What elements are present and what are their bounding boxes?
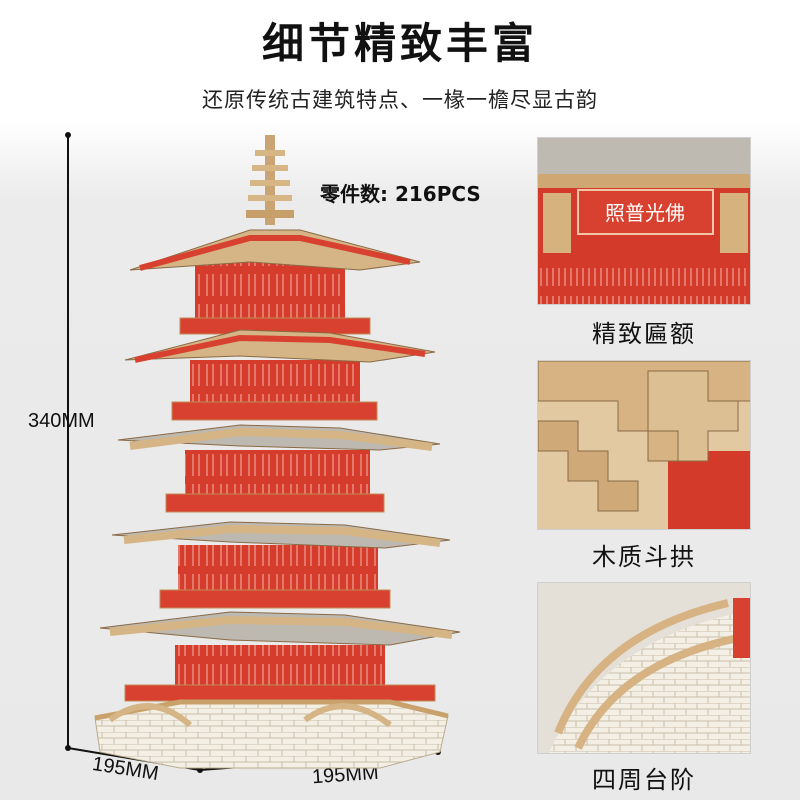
detail-stairs-caption: 四周台阶 xyxy=(592,766,696,794)
detail-plaque-caption: 精致匾额 xyxy=(592,320,696,348)
detail-stairs-image xyxy=(537,582,751,754)
detail-bracket-image xyxy=(537,360,751,530)
detail-bracket-caption: 木质斗拱 xyxy=(592,543,696,571)
tier-3 xyxy=(117,424,441,513)
page-title: 细节精致丰富 xyxy=(261,19,538,68)
tier-4 xyxy=(111,521,451,609)
detail-plaque-image: 照普光佛 xyxy=(537,137,751,305)
tier-top xyxy=(129,229,421,335)
page-subtitle: 还原传统古建筑特点、一椽一檐尽显古韵 xyxy=(202,88,598,112)
base xyxy=(94,699,449,769)
plaque-text: 照普光佛 xyxy=(605,201,685,225)
height-label: 340MM xyxy=(28,410,95,432)
spire xyxy=(246,135,294,225)
parts-count: 零件数: 216PCS xyxy=(320,182,481,206)
tier-2 xyxy=(124,329,436,421)
